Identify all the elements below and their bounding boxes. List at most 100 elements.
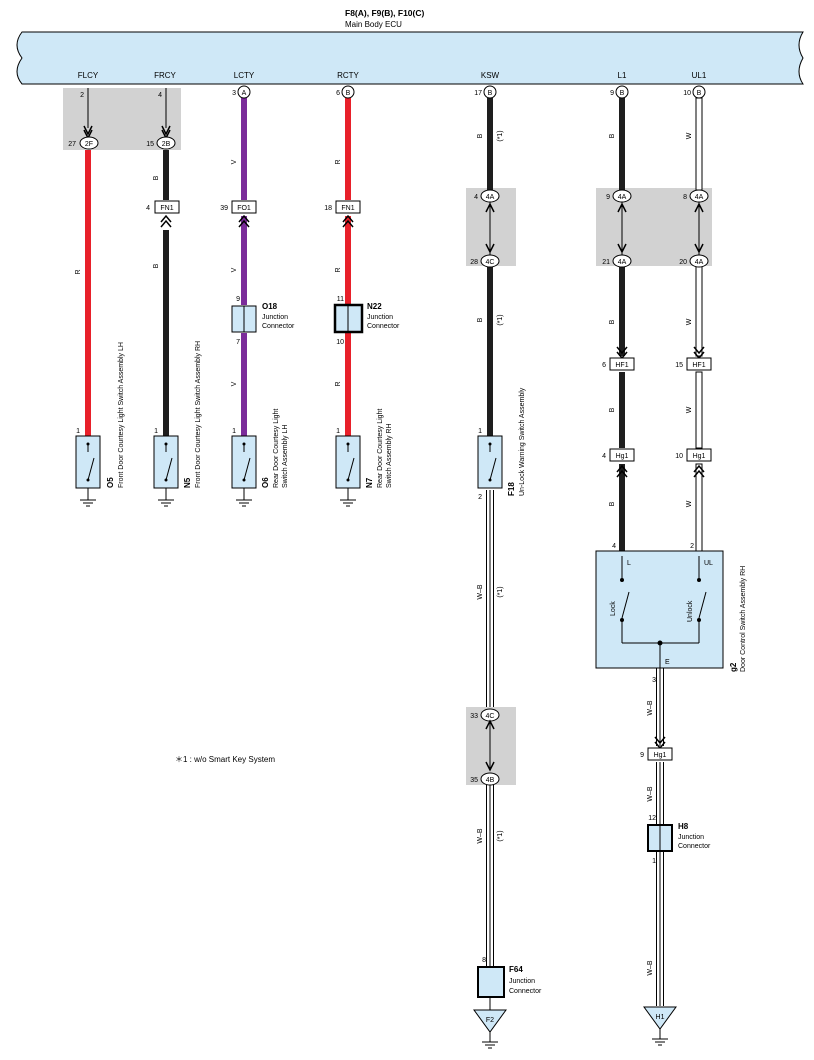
label-lcty-v3: V [231,381,238,386]
conn-2b [156,136,176,150]
switch-n5-id: N5 [183,477,192,488]
label-ul1-w3: W [686,406,693,413]
ecu-body [16,31,804,85]
g2-id: g2 [729,662,738,672]
conn-ul1-4a-2-pin: 20 [679,259,687,266]
switch-o5-name: Front Door Courtesy Light Switch Assembl… [118,342,125,488]
label-ksw-note2: (*1) [497,314,504,325]
switch-n7: 1 N7 Rear Door Courtesy Light Switch Ass… [335,409,393,489]
conn-fn1-frcy-label: FN1 [160,205,173,212]
switch-n7-pin: 1 [336,428,340,435]
junction-n22-id: N22 [367,302,382,311]
pin-name-l1: L1 [618,71,627,80]
switch-n7-name2: Switch Assembly RH [386,423,393,488]
g2-name: Door Control Switch Assembly RH [740,566,747,672]
wire-g2-wb [656,668,664,1006]
ecu-pin-ksw: 17 [474,90,482,97]
junction-h8-name1: Junction [678,834,704,841]
oval-connectors: 2F 27 2B 15 4A 4 4C 28 4A 9 4A 8 4A 21 4… [68,125,709,786]
label-l1-b2: B [609,319,616,324]
conn-l1-4a-2-pin: 21 [602,259,610,266]
g2-unlock-label: Unlock [687,600,694,622]
footnote: ＊1 : w/o Smart Key System [175,755,275,764]
switch-o6-id: O6 [261,477,270,488]
conn-hg1-g2-pin: 9 [640,752,644,759]
conn-fo1-label: FO1 [237,205,251,212]
label-rcty-r1: R [335,159,342,164]
switches: 1 O5 Front Door Courtesy Light Switch As… [75,341,526,501]
junction-f64-name1: Junction [509,978,535,985]
label-l1-b4: B [609,501,616,506]
g2-lock-label: Lock [610,601,617,616]
wire-color-labels: R B B V V V R R R B (*1) B (*1) W–B (*1)… [75,130,693,975]
label-rcty-r2: R [335,267,342,272]
conn-fn1-rcty [335,200,361,214]
switch-f18-id: F18 [507,482,516,496]
conn-hf1-l1 [609,357,635,371]
ecu-pin-flcy: 2 [80,92,84,99]
conn-ksw-4c-label: 4C [486,259,495,266]
ecu-conn-ksw [483,85,497,99]
conn-ul1-4a-label: 4A [695,194,704,201]
conn-hf1-l1-pin: 6 [602,362,606,369]
pin-name-ul1: UL1 [692,71,707,80]
conn-2b-label: 2B [162,141,171,148]
ecu-pin-ul1: 10 [683,90,691,97]
label-ksw-b2: B [477,317,484,322]
conn-hg1-ul1 [686,448,712,462]
switch-o6-name2: Switch Assembly LH [282,425,289,488]
switch-f18-pin-bot: 2 [478,494,482,501]
switch-f18-name: Un-Lock Warning Switch Assembly [519,387,526,496]
conn-hf1-ul1 [686,357,712,371]
junction-h8-id: H8 [678,822,689,831]
conn-hf1-ul1-pin: 15 [675,362,683,369]
label-l1-b1: B [609,133,616,138]
ecu-conn-ul1 [692,85,706,99]
ground-h1-label: H1 [656,1014,665,1021]
conn-ksw-4b-pin: 35 [470,777,478,784]
conn-fo1-pin: 39 [220,205,228,212]
conn-2f [79,136,99,150]
pin-name-ksw: KSW [481,71,500,80]
junction-n22-pin-top: 11 [337,296,344,303]
conn-hg1-l1 [609,448,635,462]
conn-2f-label: 2F [85,141,93,148]
ground-h1 [643,1006,677,1030]
conn-2f-pin: 27 [68,141,76,148]
label-ksw-note1: (*1) [497,130,504,141]
switch-o5-id: O5 [106,477,115,488]
junction-n22-pin-bot: 10 [336,339,344,346]
ecu-conn-ksw-label: B [488,90,493,97]
conn-l1-4a-label: 4A [618,194,627,201]
ecu-pin-rcty: 6 [336,90,340,97]
junction-f64 [477,966,505,998]
conn-hg1-ul1-label: Hg1 [693,453,706,460]
conn-ksw-4c-pin: 28 [470,259,478,266]
g2-pin-e: 3 [652,677,656,684]
conn-ksw-4b [480,772,500,786]
shade-l1-ul1 [596,188,712,266]
junction-o18-pin-top: 9 [236,296,240,303]
ecu-conn-rcty [341,85,355,99]
label-ksw-wb2: W–B [477,828,484,844]
label-frcy-b1: B [153,175,160,180]
label-g2-wb1: W–B [647,700,654,716]
switch-f18: 1 2 F18 Un-Lock Warning Switch Assembly [477,387,526,501]
conn-hf1-ul1-label: HF1 [692,362,705,369]
pin-name-lcty: LCTY [234,71,255,80]
conn-ksw-4a-label: 4A [486,194,495,201]
conn-hg1-g2-label: Hg1 [654,752,667,759]
junction-h8-pin-bot: 1 [652,858,656,865]
conn-hg1-g2 [647,747,673,761]
conn-ksw-4c-2-pin: 33 [470,713,478,720]
ecu-pin-l1: 9 [610,90,614,97]
conn-ksw-4a [480,189,500,203]
label-ksw-wb1: W–B [477,584,484,600]
pin-name-flcy: FLCY [78,71,99,80]
conn-l1-4a-2 [612,254,632,268]
ground-points: F2 H1 [473,1006,677,1049]
ecu-conn-lcty [237,85,251,99]
conn-ul1-4a-2 [689,254,709,268]
switch-n5-name: Front Door Courtesy Light Switch Assembl… [195,341,202,488]
junction-o18-id: O18 [262,302,278,311]
